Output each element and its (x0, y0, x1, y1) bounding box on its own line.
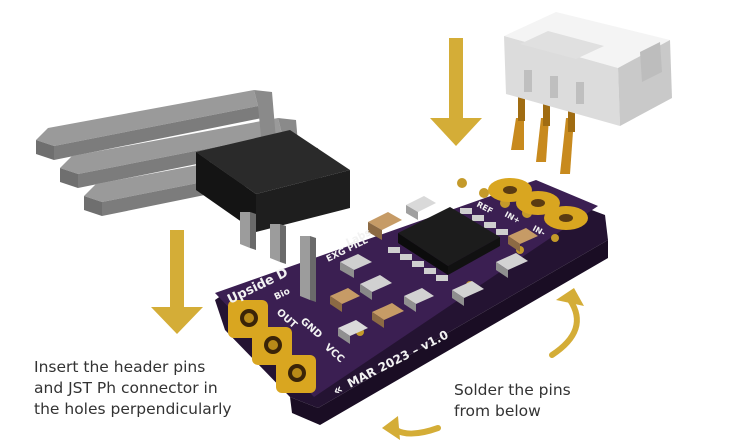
caption-right-line-2: from below (454, 402, 541, 420)
curved-arrow-left-icon (382, 416, 441, 440)
curved-arrow-up-icon (549, 288, 584, 358)
passive-components (330, 196, 538, 344)
caption-solder-pins: Solder the pins from below (454, 380, 571, 422)
ic-chip (388, 207, 508, 281)
caption-insert-pins: Insert the header pins and JST Ph connec… (34, 357, 232, 420)
header-pads (228, 300, 316, 393)
arrow-down-jst-icon (430, 38, 482, 146)
caption-left-line-1: Insert the header pins (34, 358, 206, 376)
jst-connector (504, 12, 672, 174)
header-pins (36, 90, 350, 302)
caption-left-line-2: and JST Ph connector in (34, 379, 218, 397)
arrow-down-header-icon (151, 230, 203, 334)
caption-left-line-3: the holes perpendicularly (34, 400, 232, 418)
caption-right-line-1: Solder the pins (454, 381, 571, 399)
